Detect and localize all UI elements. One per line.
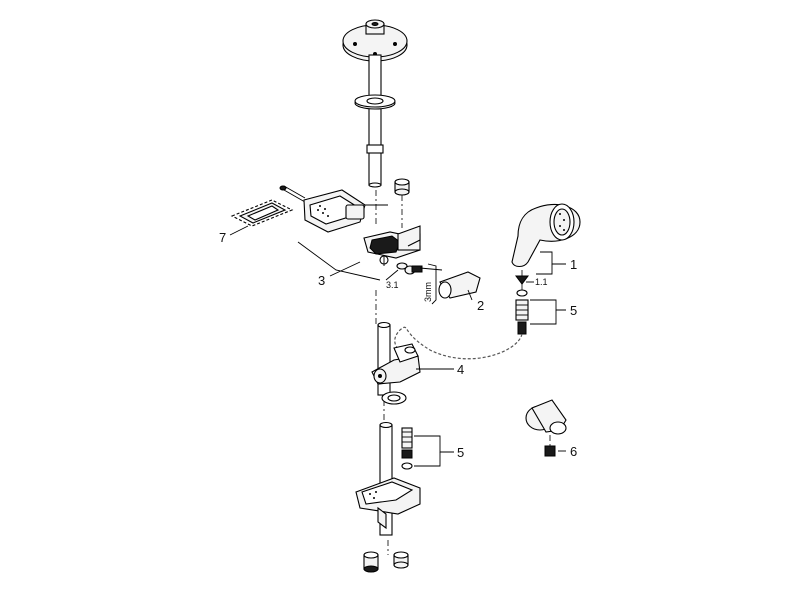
callout-1-1: 1.1 [535, 277, 548, 287]
bracket-housing [303, 189, 366, 233]
hose-fitting-upper [515, 299, 529, 335]
callout-1: 1 [570, 257, 577, 272]
shower-hose [394, 326, 523, 360]
callout-2: 2 [477, 298, 484, 313]
leader-lines [229, 225, 566, 467]
shower-holder-slider [371, 343, 421, 405]
hand-shower-head [511, 203, 581, 268]
clamp-mechanism [363, 225, 421, 266]
screw-nut-set [396, 262, 443, 305]
cover-plate-assembly [230, 185, 306, 227]
ceiling-mount-rod [342, 19, 408, 188]
callout-3mm: 3mm [423, 282, 433, 302]
hose-fitting-lower [401, 427, 413, 470]
callout-7: 7 [219, 230, 226, 245]
callout-6: 6 [570, 444, 577, 459]
callout-3-1: 3.1 [386, 280, 399, 290]
callout-3: 3 [318, 273, 325, 288]
callout-5-lower: 5 [457, 445, 464, 460]
callout-4: 4 [457, 362, 464, 377]
bottom-end-caps [363, 551, 409, 573]
callout-5-upper: 5 [570, 303, 577, 318]
rod-end-cap [394, 178, 410, 196]
wall-outlet-elbow [525, 399, 567, 457]
end-cover [438, 271, 481, 299]
flow-restrictor [515, 275, 529, 297]
lower-wall-bracket [355, 477, 421, 530]
